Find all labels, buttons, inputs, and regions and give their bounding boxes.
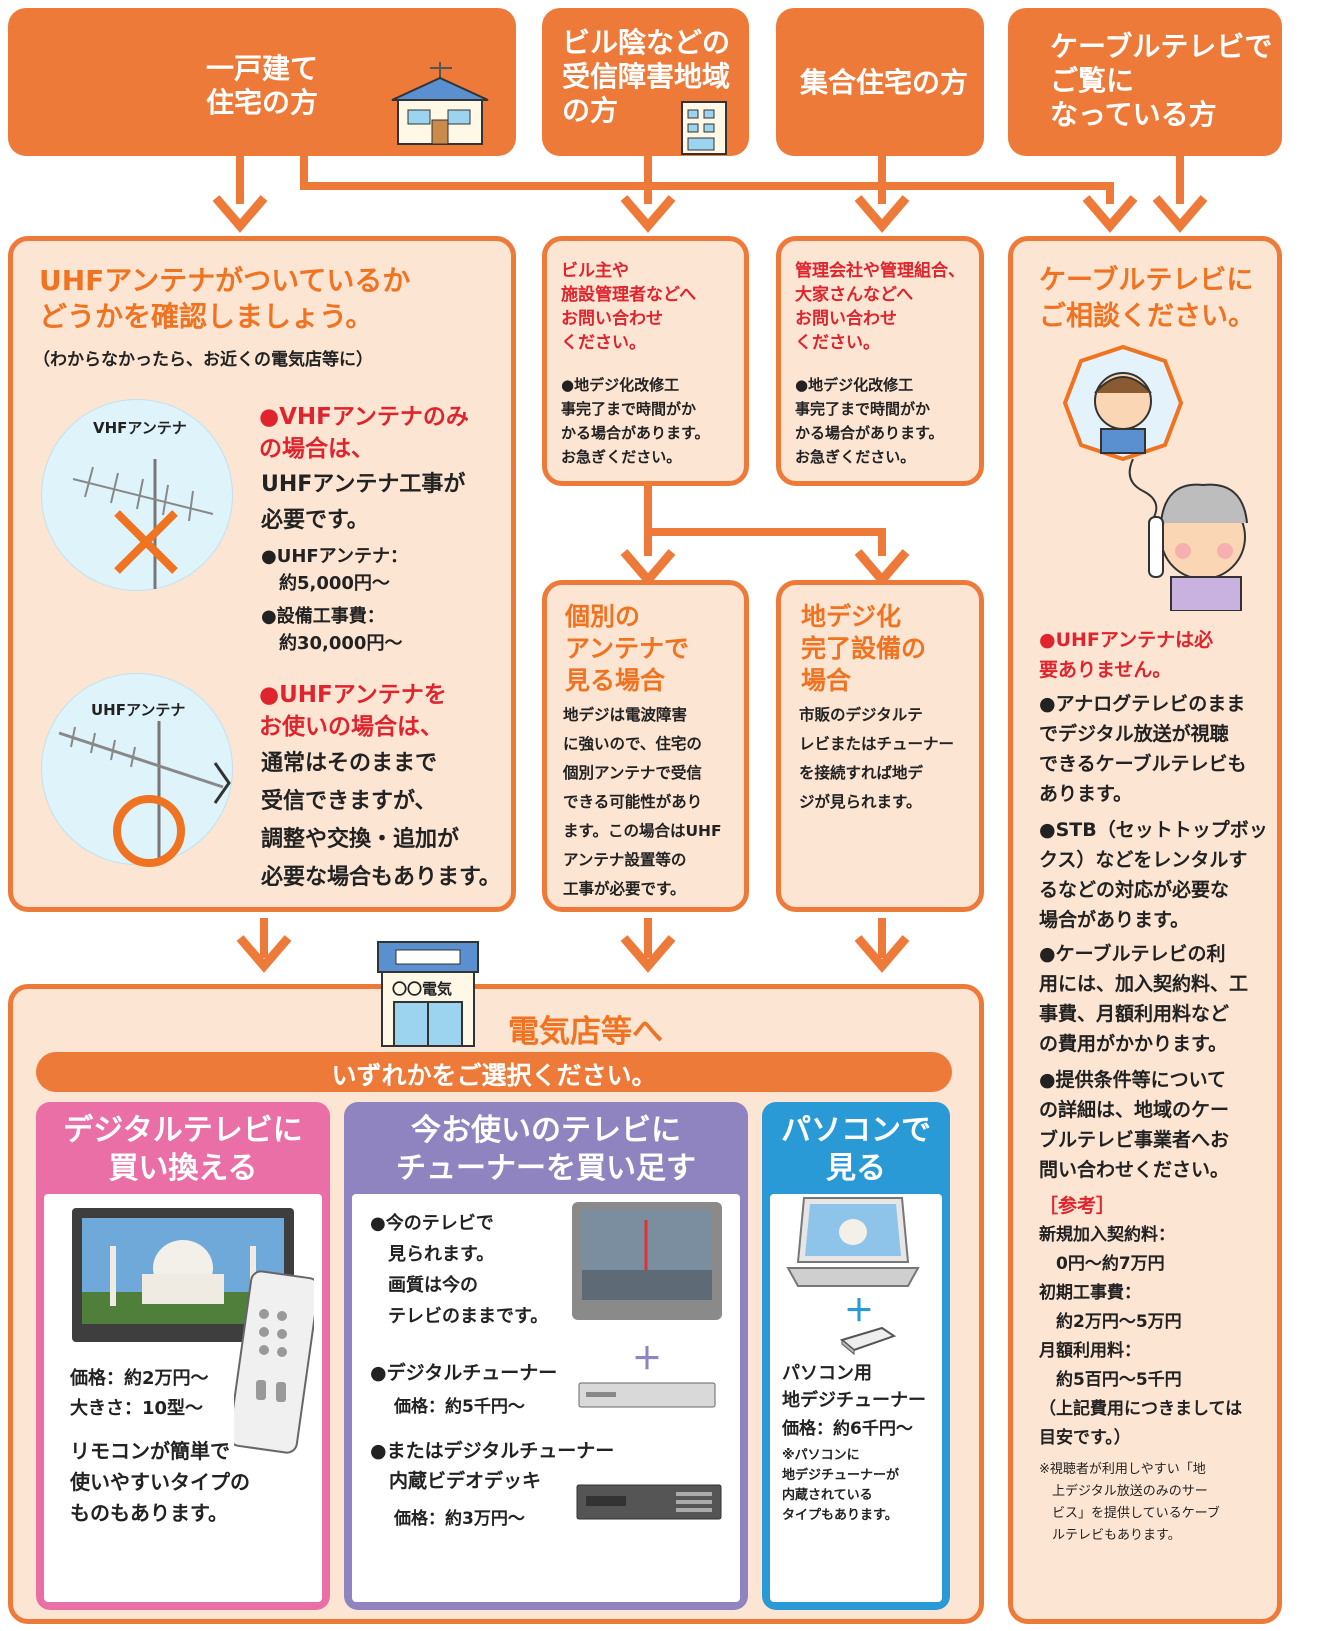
manager-contact-text: ●地デジ化改修工 事完了まで時間がか かる場合があります。 お急ぎください。: [795, 376, 944, 466]
header-house-label: 一戸建て 住宅の方: [206, 52, 319, 119]
circle-mark-icon: [113, 795, 185, 867]
arrow-down-icon: [620, 195, 676, 233]
option-pc-item: パソコン用 地デジチューナー: [782, 1363, 926, 1411]
option-add-tuner-item1: ●デジタルチューナー: [370, 1362, 558, 1384]
digital-tuner-icon: [578, 1382, 716, 1408]
uhf-check-panel: UHFアンテナがついているか どうかを確認しましょう。 （わからなかったら、お近…: [8, 236, 516, 912]
uhf-antenna-label: UHFアンテナ: [91, 701, 186, 719]
uhf-check-subtitle: （わからなかったら、お近くの電気店等に）: [33, 350, 373, 370]
individual-antenna-title: 個別の アンテナで 見る場合: [565, 602, 690, 695]
store-sign: 〇〇電気: [392, 980, 453, 998]
connector: [644, 528, 886, 536]
option-add-tuner-price1: 価格：約5千円〜: [394, 1397, 525, 1417]
connector: [644, 156, 652, 204]
header-apartment: 集合住宅の方: [776, 8, 984, 156]
complete-equipment-text: 市販のデジタルテ レビまたはチューナー を接続すれば地デ ジが見られます。: [799, 706, 955, 811]
option-digital-tv-title: デジタルテレビに 買い換える: [63, 1113, 303, 1186]
header-building-shadow: ビル陰などの 受信障害地域 の方: [542, 8, 749, 156]
vhf-heading: ●VHFアンテナのみ の場合は、: [259, 404, 469, 462]
option-pc-note: ※パソコンに 地デジチューナーが 内蔵されている タイプもあります。: [782, 1448, 900, 1523]
header-apartment-label: 集合住宅の方: [800, 66, 969, 99]
option-pc[interactable]: パソコンで 見る: [762, 1102, 950, 1610]
plus-icon: ＋: [844, 1294, 874, 1329]
choose-banner: [36, 1052, 952, 1092]
option-pc-price: 価格：約6千円〜: [782, 1419, 913, 1439]
option-digital-tv-price: 価格：約2万円〜 大きさ：10型〜: [70, 1368, 209, 1419]
connector: [300, 156, 308, 190]
connector: [236, 156, 244, 204]
building-icon: [681, 101, 727, 155]
laptop-icon: [786, 1197, 920, 1287]
cross-mark-icon: [114, 510, 178, 574]
option-add-tuner-text: ●今のテレビで 見られます。 画質は今の テレビのままです。: [370, 1213, 549, 1327]
header-cable: ケーブルテレビで ご覧に なっている方: [1008, 8, 1282, 156]
cable-point-5: ●提供条件等について の詳細は、地域のケー ブルテレビ事業者へお 問い合わせくだ…: [1039, 1069, 1230, 1181]
crt-tv-icon: [572, 1202, 722, 1320]
cable-reference-text: 新規加入契約料： 0円〜約7万円 初期工事費： 約2万円〜5万円 月額利用料： …: [1039, 1225, 1243, 1448]
phone-call-illustration: [1062, 344, 1248, 611]
connector: [644, 486, 652, 556]
header-cable-label: ケーブルテレビで ご覧に なっている方: [1050, 30, 1273, 131]
cable-reference-title: ［参考］: [1039, 1195, 1116, 1217]
individual-antenna-text: 地デジは電波障害 に強いので、住宅の 個別アンテナで受信 できる可能性があり ま…: [563, 706, 722, 898]
house-icon: [391, 62, 489, 145]
connector: [878, 156, 886, 204]
individual-antenna-panel: 個別の アンテナで 見る場合 地デジは電波障害 に強いので、住宅の 個別アンテナ…: [542, 580, 749, 912]
cable-panel: ケーブルテレビに ご相談ください。 ●UHFアンテナは必 要ありません。 ●アナ…: [1008, 236, 1282, 1624]
option-pc-title: パソコンで 見る: [781, 1113, 931, 1186]
owner-contact-title: ビル主や 施設管理者などへ お問い合わせ ください。: [561, 261, 697, 353]
manager-contact-panel: 管理会社や管理組合、 大家さんなどへ お問い合わせ ください。 ●地デジ化改修工…: [776, 236, 984, 486]
cable-point-1: ●UHFアンテナは必 要ありません。: [1039, 629, 1214, 681]
arrow-down-icon: [1082, 195, 1138, 233]
complete-equipment-title: 地デジ化 完了設備の 場合: [801, 602, 927, 695]
option-add-tuner-item2: ●またはデジタルチューナー 内蔵ビデオデッキ: [370, 1440, 615, 1492]
option-add-tuner-price2: 価格：約3万円〜: [394, 1509, 525, 1529]
uhf-text: 通常はそのままで 受信できますが、 調整や交換・追加が 必要な場合もあります。: [261, 751, 501, 890]
header-building-shadow-label: ビル陰などの 受信障害地域 の方: [562, 26, 731, 127]
complete-equipment-panel: 地デジ化 完了設備の 場合 市販のデジタルテ レビまたはチューナー を接続すれば…: [776, 580, 984, 912]
store-icon: [377, 941, 479, 1047]
cable-point-4: ●ケーブルテレビの利 用には、加入契約料、工 事費、月額利用料など の費用がかか…: [1039, 943, 1249, 1055]
connector: [1106, 182, 1114, 204]
remote-control-icon: [234, 1270, 314, 1454]
uhf-antenna-icon: [58, 721, 231, 861]
vhf-antenna-label: VHFアンテナ: [93, 419, 187, 437]
option-add-tuner-title: 今お使いのテレビに チューナーを買い足す: [396, 1113, 696, 1186]
vhf-item-construction: ●設備工事費： 約30,000円〜: [261, 606, 403, 654]
owner-contact-text: ●地デジ化改修工 事完了まで時間がか かる場合があります。 お急ぎください。: [561, 376, 710, 466]
vhf-antenna-icon: [72, 459, 214, 589]
owner-contact-panel: ビル主や 施設管理者などへ お問い合わせ ください。 ●地デジ化改修工 事完了ま…: [542, 236, 749, 486]
connector: [878, 528, 886, 556]
arrow-down-icon: [1152, 195, 1208, 233]
connector: [1176, 156, 1184, 204]
arrow-down-icon: [212, 195, 268, 233]
store-title: 電気店等へ: [508, 1014, 663, 1050]
uhf-heading: ●UHFアンテナを お使いの場合は、: [259, 682, 447, 740]
arrow-down-icon: [236, 918, 292, 973]
uhf-check-title: UHFアンテナがついているか どうかを確認しましょう。: [39, 264, 411, 333]
usb-tuner-icon: [839, 1326, 897, 1356]
vhf-text: UHFアンテナ工事が 必要です。: [261, 472, 466, 533]
arrow-down-icon: [620, 918, 676, 973]
vhf-item-antenna: ●UHFアンテナ： 約5,000円〜: [261, 546, 408, 594]
cable-point-3: ●STB（セットトップボッ クス）などをレンタルす るなどの対応が必要な 場合が…: [1039, 819, 1268, 931]
plus-icon: ＋: [632, 1342, 662, 1377]
cable-title: ケーブルテレビに ご相談ください。: [1039, 265, 1255, 332]
arrow-down-icon: [854, 195, 910, 233]
cable-point-2: ●アナログテレビのまま でデジタル放送が視聴 できるケーブルテレビも あります。: [1039, 693, 1247, 805]
cable-note: ※視聴者が利用しやすい「地 上デジタル放送のみのサー ビス」を提供しているケーブ…: [1039, 1462, 1220, 1543]
option-digital-tv-note: リモコンが簡単で 使いやすいタイプの ものもあります。: [70, 1439, 250, 1525]
video-deck-icon: [576, 1484, 722, 1520]
choose-banner-label: いずれかをご選択ください。: [331, 1061, 657, 1090]
manager-contact-title: 管理会社や管理組合、 大家さんなどへ お問い合わせ ください。: [795, 261, 965, 353]
connector: [300, 182, 1114, 190]
header-house: 一戸建て 住宅の方: [8, 8, 516, 156]
arrow-down-icon: [854, 918, 910, 973]
option-add-tuner[interactable]: 今お使いのテレビに チューナーを買い足す: [344, 1102, 748, 1610]
